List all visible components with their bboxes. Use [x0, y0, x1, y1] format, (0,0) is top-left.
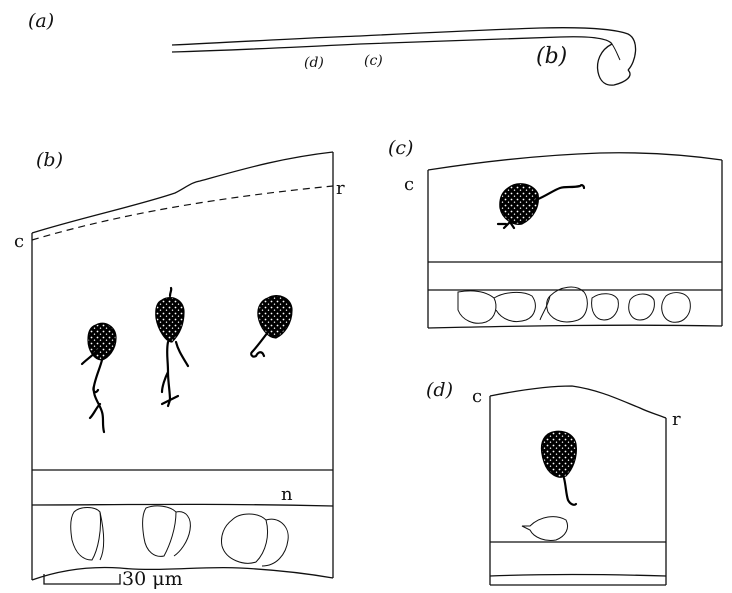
panel-d: (d) c r: [426, 379, 681, 585]
caudal-label-b: c: [14, 231, 24, 252]
panel-b: (b): [14, 149, 345, 590]
spinal-cord-section-c: [428, 153, 722, 328]
neuron-c1: [498, 184, 584, 228]
neuron-b1: [82, 323, 116, 432]
neuron-b3: [251, 296, 292, 357]
scale-bar: [44, 574, 120, 584]
panel-a-label: (a): [28, 10, 54, 32]
panel-c: (c) c: [388, 137, 722, 328]
notochord-cells-c: [458, 287, 690, 323]
spinal-cord-section-b: [32, 152, 333, 580]
scale-bar-label: 30 μm: [122, 568, 183, 590]
notochord-label-b: n: [281, 484, 293, 505]
panel-a: (a) (d) (c) (b): [28, 10, 636, 85]
embryo-region-d-label: (d): [304, 55, 324, 71]
caudal-label-c: c: [404, 174, 414, 195]
panel-b-label: (b): [36, 149, 63, 171]
notochord-cell-d: [522, 517, 568, 541]
rostral-label-d: r: [672, 409, 681, 430]
embryo-region-c-label: (c): [364, 53, 383, 69]
rostral-label-b: r: [336, 178, 345, 199]
caudal-label-d: c: [472, 386, 482, 407]
spinal-cord-section-d: [490, 386, 666, 585]
neuron-b2: [156, 288, 188, 406]
notochord-cells-b: [71, 506, 289, 566]
embryo-region-b-label: (b): [536, 44, 567, 69]
panel-d-label: (d): [426, 379, 453, 401]
panel-c-label: (c): [388, 137, 413, 159]
neuron-d1: [541, 431, 576, 505]
